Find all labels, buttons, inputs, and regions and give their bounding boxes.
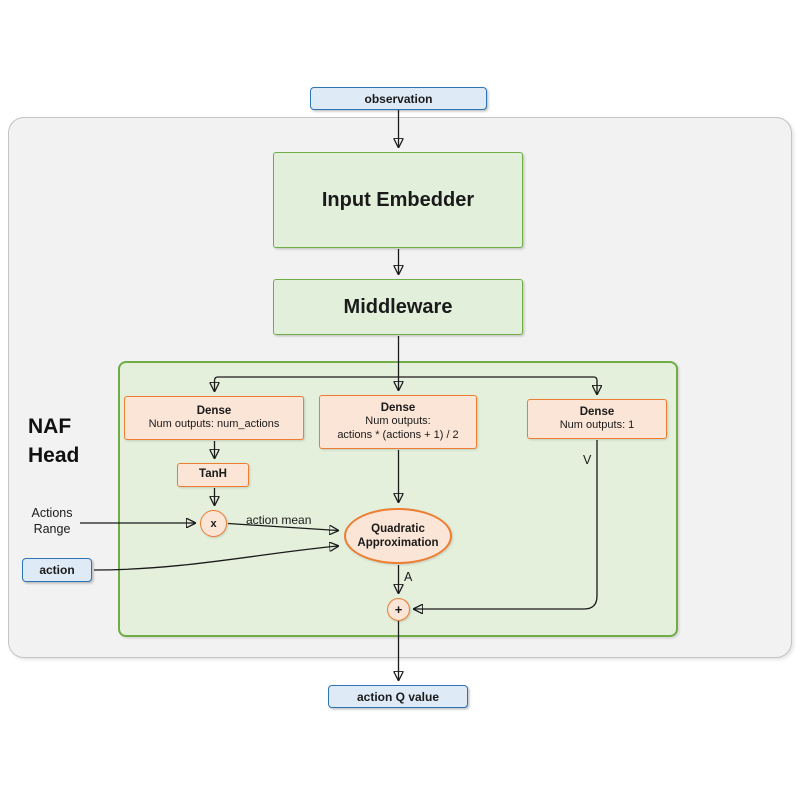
tanh-label: TanH: [199, 468, 227, 481]
input-embedder-node: Input Embedder: [273, 152, 523, 248]
observation-label: observation: [364, 91, 433, 106]
a-text: A: [404, 570, 413, 584]
naf-head-title: NAF Head: [28, 412, 108, 470]
actions-range-line1: Actions: [31, 506, 73, 520]
quadratic-label-line1: Quadratic: [371, 523, 425, 535]
plus-operator-node: +: [387, 598, 410, 621]
dense-lmatrix-outputs-line2: actions * (actions + 1) / 2: [337, 428, 459, 441]
quadratic-label-line2: Approximation: [357, 537, 439, 549]
dense-num-actions-node: Dense Num outputs: num_actions: [124, 396, 304, 440]
multiply-operator-node: x: [200, 510, 227, 537]
dense-lmatrix-outputs-line1: Num outputs:: [365, 415, 431, 428]
dense-value-title: Dense: [579, 405, 615, 418]
a-edge-label: A: [404, 570, 412, 584]
v-edge-label: V: [583, 453, 591, 467]
naf-head-title-line2: Head: [28, 444, 80, 467]
input-embedder-label: Input Embedder: [321, 188, 475, 211]
dense-value-outputs: Num outputs: 1: [559, 419, 635, 431]
actions-range-line2: Range: [33, 522, 71, 536]
observation-node: observation: [310, 87, 487, 110]
middleware-label: Middleware: [343, 295, 453, 318]
dense-num-actions-title: Dense: [196, 404, 232, 417]
v-text: V: [583, 453, 592, 467]
action-node: action: [22, 558, 92, 582]
dense-value-node: Dense Num outputs: 1: [527, 399, 667, 439]
action-mean-text: action mean: [246, 513, 312, 527]
middleware-node: Middleware: [273, 279, 523, 335]
action-q-value-node: action Q value: [328, 685, 468, 708]
action-q-value-label: action Q value: [356, 689, 440, 704]
dense-lmatrix-node: Dense Num outputs: actions * (actions + …: [319, 395, 477, 449]
tanh-node: TanH: [177, 463, 249, 487]
quadratic-approximation-node: Quadratic Approximation: [344, 508, 452, 564]
actions-range-label: Actions Range: [22, 505, 82, 537]
naf-head-title-line1: NAF: [28, 415, 72, 438]
action-label: action: [39, 563, 75, 577]
action-mean-edge-label: action mean: [246, 513, 311, 527]
dense-lmatrix-title: Dense: [380, 401, 416, 414]
multiply-label: x: [210, 517, 217, 530]
plus-label: +: [394, 602, 403, 617]
dense-num-actions-outputs: Num outputs: num_actions: [148, 418, 280, 430]
